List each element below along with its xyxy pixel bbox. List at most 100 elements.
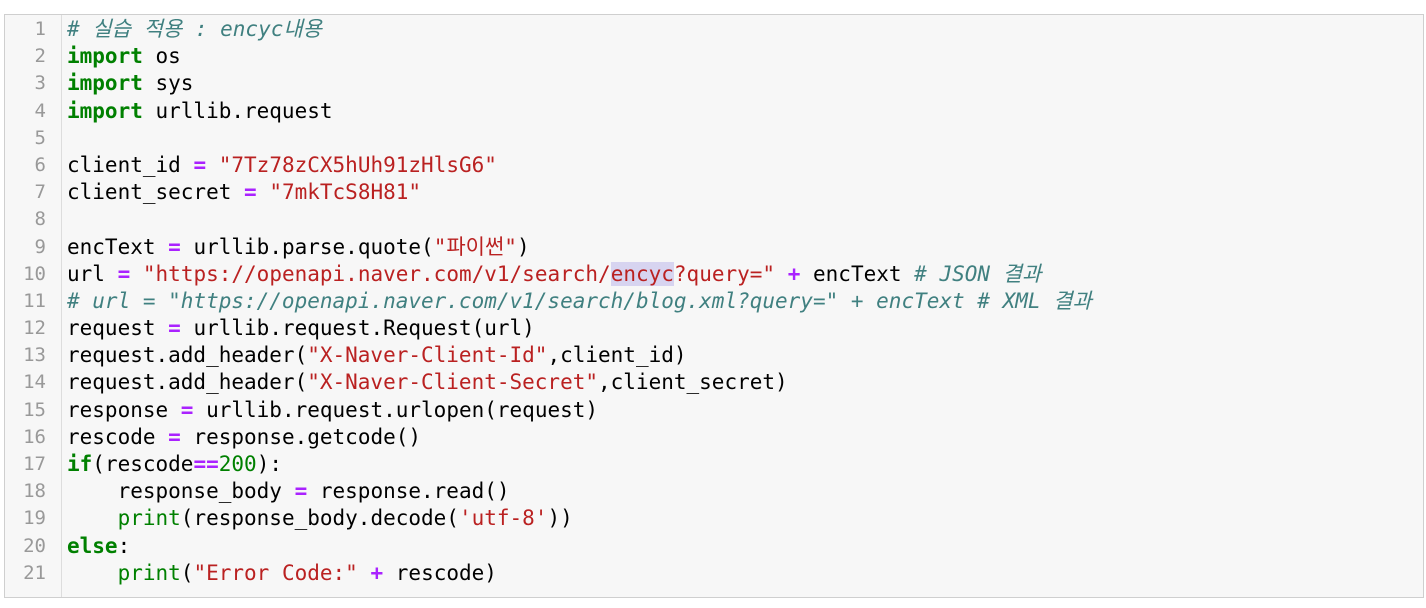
code-text[interactable]: import os xyxy=(67,43,181,70)
token-string: 'utf-8' xyxy=(458,506,548,531)
token-name: response.read() xyxy=(307,479,510,504)
code-text[interactable]: client_id = "7Tz78zCX5hUh91zHlsG6" xyxy=(67,152,497,179)
token-string-highlighted: encyc xyxy=(610,261,674,286)
token-name: )) xyxy=(547,506,573,531)
code-text[interactable]: rescode = response.getcode() xyxy=(67,424,421,451)
line-number: 21 xyxy=(23,561,46,584)
code-line[interactable]: 5 xyxy=(5,125,1423,152)
code-text[interactable]: # url = "https://openapi.naver.com/v1/se… xyxy=(67,288,1092,315)
code-text[interactable]: print("Error Code:" + rescode) xyxy=(67,560,497,587)
token-string: ?query=" xyxy=(673,261,776,286)
token-keyword: import xyxy=(67,71,143,96)
token-name: urllib.request.Request(url) xyxy=(180,316,535,341)
code-line[interactable]: 12 request = urllib.request.Request(url) xyxy=(5,315,1423,342)
token-string: "7mkTcS8H81" xyxy=(269,180,422,205)
token-string: "X-Naver-Client-Secret" xyxy=(307,370,599,395)
code-text[interactable]: # 실습 적용 : encyc내용 xyxy=(67,16,322,43)
line-number: 4 xyxy=(34,99,46,122)
token-name: ,client_secret) xyxy=(598,370,788,395)
token-name xyxy=(206,153,219,177)
code-text[interactable]: url = "https://openapi.naver.com/v1/sear… xyxy=(67,261,1041,288)
token-op: = xyxy=(168,316,181,341)
code-line[interactable]: 20 else: xyxy=(5,533,1423,560)
code-line[interactable]: 21 print("Error Code:" + rescode) xyxy=(5,560,1423,587)
token-name: ) xyxy=(516,234,530,259)
token-op: + xyxy=(370,560,384,585)
token-keyword: if xyxy=(67,452,93,476)
token-name: (response_body.decode( xyxy=(180,506,459,531)
token-name: client_secret xyxy=(67,180,245,205)
code-line[interactable]: 11 # url = "https://openapi.naver.com/v1/… xyxy=(5,288,1423,315)
code-text[interactable]: import urllib.request xyxy=(67,98,333,125)
token-op: = xyxy=(168,234,181,259)
code-line[interactable]: 17 if(rescode==200): xyxy=(5,451,1423,478)
code-text[interactable]: request.add_header("X-Naver-Client-Id",c… xyxy=(67,342,687,369)
line-number: 18 xyxy=(23,480,46,503)
code-text[interactable]: request.add_header("X-Naver-Client-Secre… xyxy=(67,369,788,396)
code-text[interactable]: if(rescode==200): xyxy=(67,451,282,478)
code-line[interactable]: 15 response = urllib.request.urlopen(requ… xyxy=(5,397,1423,424)
code-text[interactable]: client_secret = "7mkTcS8H81" xyxy=(67,179,421,206)
token-name xyxy=(67,506,118,530)
code-line[interactable]: 18 response_body = response.read() xyxy=(5,478,1423,505)
token-name xyxy=(130,262,143,286)
line-number: 8 xyxy=(34,208,46,231)
token-string: "https://openapi.naver.com/v1/search/ xyxy=(142,261,611,286)
token-name xyxy=(67,561,118,585)
code-text[interactable]: else: xyxy=(67,533,130,560)
token-string: "X-Naver-Client-Id" xyxy=(307,343,548,368)
line-number: 6 xyxy=(34,153,46,176)
token-name: response.getcode() xyxy=(180,424,422,449)
token-name: request xyxy=(67,316,169,341)
code-text[interactable]: request = urllib.request.Request(url) xyxy=(67,315,535,342)
token-name: sys xyxy=(142,71,194,96)
token-keyword: import xyxy=(67,44,143,69)
code-line[interactable]: 6 client_id = "7Tz78zCX5hUh91zHlsG6" xyxy=(5,152,1423,179)
token-op: + xyxy=(787,261,801,286)
code-line[interactable]: 19 print(response_body.decode('utf-8')) xyxy=(5,505,1423,532)
line-number: 12 xyxy=(23,317,46,340)
code-text[interactable]: response_body = response.read() xyxy=(67,478,510,505)
line-number: 15 xyxy=(23,398,46,421)
line-number-gutter xyxy=(5,15,62,597)
token-name: response xyxy=(67,397,181,422)
line-number: 14 xyxy=(23,371,46,394)
token-builtin: print xyxy=(117,506,181,531)
token-comment: # JSON 결과 xyxy=(914,261,1042,286)
token-name: urllib.request.urlopen(request) xyxy=(193,397,599,422)
token-name: response_body xyxy=(67,479,295,504)
token-name: urllib.request xyxy=(142,98,333,123)
code-text[interactable]: print(response_body.decode('utf-8')) xyxy=(67,505,573,532)
line-number: 20 xyxy=(23,534,46,557)
token-name: os xyxy=(142,44,181,69)
code-line[interactable]: 14 request.add_header("X-Naver-Client-Sec… xyxy=(5,369,1423,396)
line-number: 17 xyxy=(23,453,46,475)
line-number: 13 xyxy=(23,344,46,367)
code-text[interactable]: response = urllib.request.urlopen(reques… xyxy=(67,397,598,424)
token-string: "7Tz78zCX5hUh91zHlsG6" xyxy=(218,152,497,177)
code-line[interactable]: 8 xyxy=(5,206,1423,233)
code-line[interactable]: 1# 실습 적용 : encyc내용 xyxy=(5,16,1423,43)
token-op: = xyxy=(294,479,308,504)
line-number: 11 xyxy=(23,289,46,312)
token-op: = xyxy=(244,180,257,205)
token-name: rescode xyxy=(67,424,169,449)
token-number: 200 xyxy=(218,452,257,476)
code-text[interactable]: import sys xyxy=(67,70,193,97)
code-line[interactable]: 13 request.add_header("X-Naver-Client-Id"… xyxy=(5,342,1423,369)
token-name: (rescode xyxy=(92,452,194,476)
code-line[interactable]: 4 import urllib.request xyxy=(5,98,1423,125)
code-text[interactable]: encText = urllib.parse.quote("파이썬") xyxy=(67,234,530,261)
token-comment: # url = "https://openapi.naver.com/v1/se… xyxy=(67,288,1092,313)
token-name xyxy=(775,262,788,286)
token-op: == xyxy=(193,452,219,476)
token-name: urllib.parse.quote( xyxy=(180,234,434,259)
